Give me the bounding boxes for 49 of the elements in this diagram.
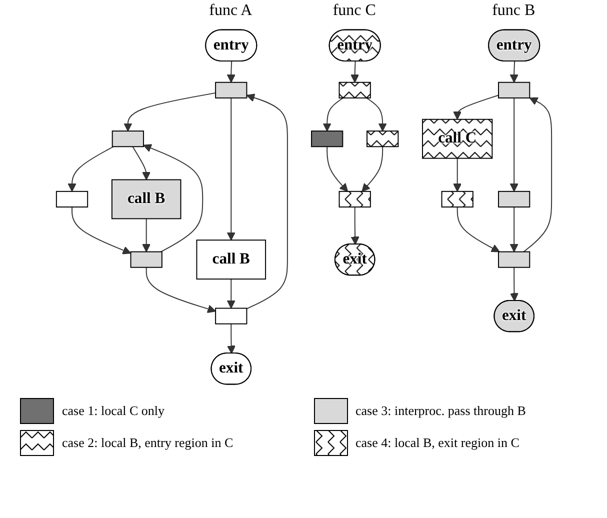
arrow — [246, 94, 288, 310]
function-label: func B — [492, 2, 536, 20]
arrow — [226, 278, 235, 309]
node-box — [196, 240, 266, 280]
arrow — [456, 206, 500, 252]
arrow — [452, 94, 498, 120]
function-label: func C — [332, 2, 376, 20]
arrow — [226, 323, 236, 354]
node-box — [310, 130, 343, 148]
arrow — [522, 97, 552, 252]
arrow — [452, 158, 462, 192]
arrow — [226, 60, 235, 83]
function-label: func A — [209, 2, 252, 20]
legend-text: case 2: local B, entry region in C — [62, 435, 234, 451]
arrow — [366, 97, 386, 132]
legend-text: case 3: interproc. pass through B — [356, 403, 526, 419]
node-box — [338, 82, 370, 98]
arrow — [142, 144, 203, 252]
node-box — [440, 190, 473, 208]
node-box — [498, 82, 530, 98]
legend-text: case 1: local C only — [62, 403, 165, 419]
arrow — [509, 266, 518, 302]
arrow — [361, 146, 383, 192]
node-box — [366, 130, 398, 148]
arrow — [322, 97, 344, 132]
arrow — [350, 206, 359, 245]
arrow — [509, 97, 518, 192]
arrow — [67, 146, 114, 192]
arrow — [226, 97, 235, 240]
arrow — [350, 60, 359, 83]
legend-text: case 4: local B, exit region in C — [356, 435, 520, 451]
node-box — [130, 251, 162, 268]
arrow — [142, 218, 150, 252]
node-box — [214, 308, 247, 324]
node-box — [498, 251, 530, 268]
arrow — [132, 146, 150, 180]
arrow — [71, 206, 131, 254]
arrow — [509, 60, 518, 83]
node-box — [214, 82, 247, 98]
node-box — [110, 179, 181, 220]
node-box — [55, 190, 88, 208]
arrow — [145, 266, 216, 314]
arrow — [509, 206, 518, 252]
arrow — [326, 146, 348, 192]
node-box — [111, 130, 144, 148]
arrow — [123, 92, 216, 132]
node-box — [498, 190, 530, 208]
node-box — [422, 118, 492, 159]
node-box — [338, 190, 370, 208]
